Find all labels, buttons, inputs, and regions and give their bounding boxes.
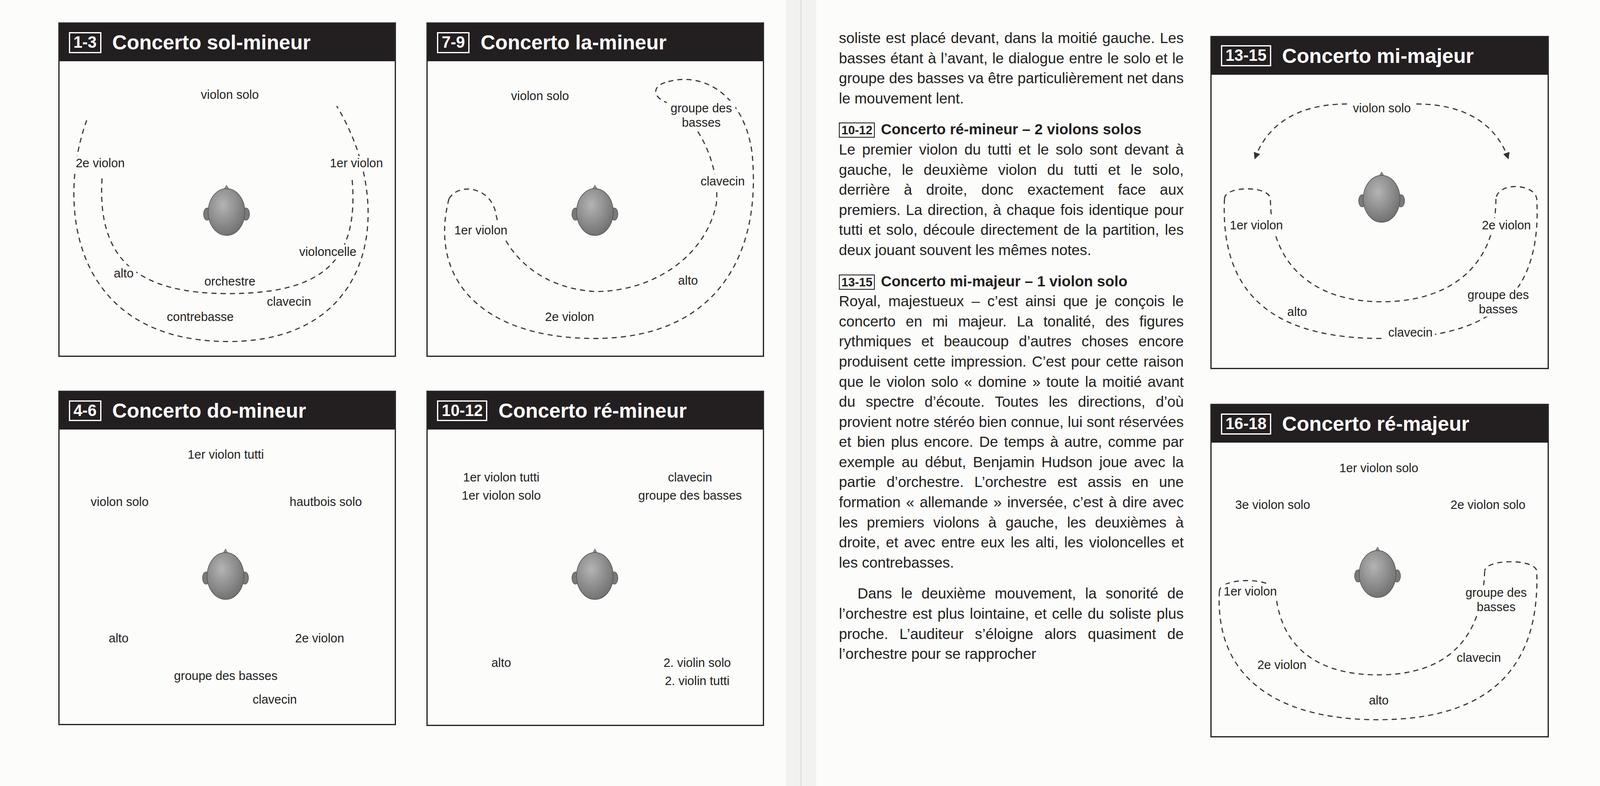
concerto-panel: 13-15 Concerto mi-majeur violon solo 1er vi… bbox=[1210, 35, 1550, 370]
paragraph: 10-12 Concerto ré-mineur – 2 violons solo… bbox=[838, 119, 1184, 260]
section-heading: Concerto mi-majeur – 1 violon solo bbox=[880, 273, 1128, 290]
track-number: 10-12 bbox=[838, 122, 875, 138]
instrument-label: 1er violon tutti bbox=[185, 447, 267, 463]
body-text: Royal, majestueux – c’est ainsi que je c… bbox=[838, 291, 1184, 573]
body-text: soliste est placé devant, dans la moitié… bbox=[838, 29, 1184, 107]
section-heading: Concerto ré-mineur – 2 violons solos bbox=[880, 120, 1142, 138]
instrument-label: orchestre bbox=[201, 274, 258, 290]
instrument-label: 1er violon bbox=[1227, 218, 1286, 234]
listener-head bbox=[571, 184, 618, 236]
concerto-panel: 7-9 Concerto la-mineur violon solo groupe d… bbox=[426, 22, 765, 358]
instrument-label: 1er violon bbox=[1221, 584, 1280, 600]
instrument-label: clavecin bbox=[698, 174, 748, 190]
instrument-label: 2e violon bbox=[542, 310, 597, 325]
panel-title: Concerto sol-mineur bbox=[112, 30, 311, 55]
instrument-label: 3e violon solo bbox=[1232, 497, 1313, 513]
body-text: Dans le deuxième mouvement, la sonorité … bbox=[838, 585, 1184, 663]
panel-title: Concerto ré-mineur bbox=[498, 399, 687, 423]
instrument-label: violon solo bbox=[1350, 101, 1414, 116]
listener-head bbox=[1358, 171, 1405, 223]
paragraph: soliste est placé devant, dans la moitié… bbox=[838, 27, 1184, 109]
instrument-label: 1er violon solo bbox=[459, 488, 544, 504]
instrument-label: 2. violin solo bbox=[660, 655, 734, 671]
instrument-label: groupe des basses bbox=[1461, 585, 1531, 615]
listener-head bbox=[571, 548, 618, 601]
track-number: 10-12 bbox=[436, 400, 488, 422]
title-bar: 4-6 Concerto do-mineur bbox=[59, 392, 395, 430]
concerto-panel: 10-12 Concerto ré-mineur 1er violon tutti 1… bbox=[426, 390, 765, 727]
instrument-label: groupe des basses bbox=[171, 669, 281, 685]
instrument-label: 2e violon bbox=[73, 155, 128, 171]
instrument-label: 2e violon solo bbox=[1447, 497, 1528, 513]
instrument-label: 2e violon bbox=[1479, 218, 1534, 234]
title-bar: 16-18 Concerto ré-majeur bbox=[1211, 405, 1549, 443]
instrument-label: alto bbox=[1284, 305, 1310, 320]
track-number: 16-18 bbox=[1220, 413, 1272, 435]
paragraph: 13-15 Concerto mi-majeur – 1 violon soloR… bbox=[838, 271, 1184, 574]
instrument-label: clavecin bbox=[665, 470, 715, 486]
instrument-label: violon solo bbox=[88, 494, 152, 510]
instrument-label: clavecin bbox=[264, 294, 314, 310]
seating-arc bbox=[1219, 571, 1485, 676]
listener-head bbox=[202, 548, 249, 601]
panel-title: Concerto do-mineur bbox=[112, 399, 307, 423]
track-number: 13-15 bbox=[838, 274, 875, 290]
seating-arc bbox=[73, 106, 369, 342]
panel-title: Concerto la-mineur bbox=[480, 30, 667, 55]
instrument-label: violon solo bbox=[198, 87, 262, 103]
direction-arrow bbox=[1416, 103, 1508, 159]
instrument-label: alto bbox=[111, 266, 137, 282]
instrument-label: 1er violon solo bbox=[1336, 461, 1421, 476]
instrument-label: violoncelle bbox=[296, 244, 359, 260]
concerto-panel: 4-6 Concerto do-mineur 1er violon tutti vio… bbox=[58, 390, 396, 726]
title-bar: 1-3 Concerto sol-mineur bbox=[59, 23, 395, 62]
instrument-label: clavecin bbox=[1454, 650, 1504, 666]
panel-title: Concerto mi-majeur bbox=[1282, 44, 1474, 68]
track-number: 4-6 bbox=[68, 400, 102, 422]
instrument-label: groupe des basses bbox=[635, 488, 745, 504]
listener-head bbox=[203, 184, 250, 236]
page-gutter bbox=[785, 0, 817, 786]
concerto-panel: 1-3 Concerto sol-mineur violon solo 2e viol… bbox=[58, 22, 396, 358]
concerto-panel: 16-18 Concerto ré-majeur 1er violon solo 3e… bbox=[1210, 404, 1550, 738]
instrument-label: 1er violon tutti bbox=[460, 470, 543, 486]
instrument-label: violon solo bbox=[508, 88, 572, 104]
instrument-label: contrebasse bbox=[164, 310, 237, 325]
seating-arc bbox=[444, 79, 754, 339]
instrument-label: 2e violon bbox=[292, 631, 347, 647]
panel-title: Concerto ré-majeur bbox=[1282, 412, 1470, 436]
instrument-label: alto bbox=[106, 631, 132, 647]
instrument-label: clavecin bbox=[1385, 325, 1436, 341]
instrument-label: alto bbox=[488, 655, 514, 671]
instrument-label: 1er violon bbox=[451, 223, 511, 239]
instrument-label: groupe des basses bbox=[666, 101, 736, 131]
seating-arc bbox=[101, 178, 353, 294]
instrument-label: groupe des basses bbox=[1463, 287, 1533, 317]
body-text: Le premier violon du tutti et le solo so… bbox=[838, 139, 1184, 261]
text-column: soliste est placé devant, dans la moitié… bbox=[838, 27, 1184, 676]
track-number: 1-3 bbox=[68, 32, 102, 54]
direction-arrow bbox=[1255, 103, 1347, 159]
instrument-label: 1er violon bbox=[327, 155, 386, 171]
instrument-label: 2e violon bbox=[1254, 658, 1309, 673]
instrument-label: 2. violin tutti bbox=[662, 674, 732, 690]
listener-head bbox=[1354, 546, 1401, 598]
track-number: 7-9 bbox=[436, 32, 470, 54]
instrument-label: hautbois solo bbox=[286, 494, 365, 510]
instrument-label: clavecin bbox=[250, 692, 300, 708]
paragraph: Dans le deuxième mouvement, la sonorité … bbox=[838, 583, 1184, 664]
title-bar: 10-12 Concerto ré-mineur bbox=[427, 392, 763, 430]
title-bar: 13-15 Concerto mi-majeur bbox=[1211, 37, 1549, 75]
instrument-label: alto bbox=[1366, 693, 1392, 709]
track-number: 13-15 bbox=[1220, 45, 1272, 67]
title-bar: 7-9 Concerto la-mineur bbox=[427, 23, 763, 62]
page-fold bbox=[800, 0, 802, 786]
instrument-label: alto bbox=[675, 273, 701, 289]
